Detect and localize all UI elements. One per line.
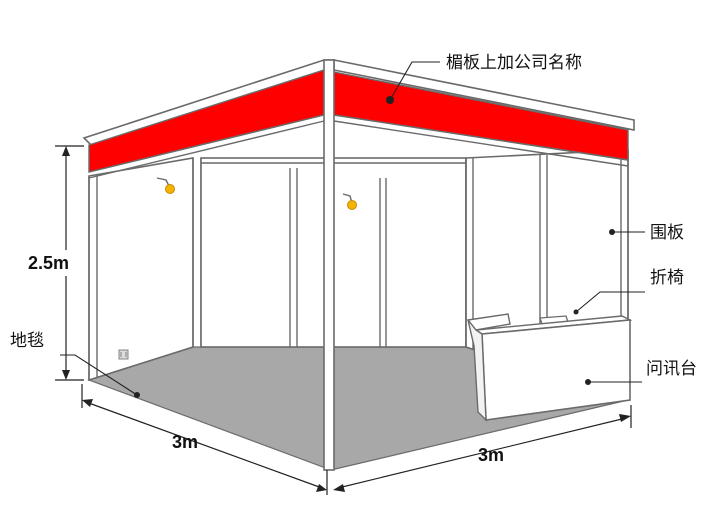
wall-panel-label: 围板	[650, 223, 684, 243]
fascia-right-bottom-rail-2	[333, 120, 629, 167]
info-desk-label: 问讯台	[646, 359, 697, 379]
wall-panel-leader	[609, 229, 645, 235]
info-desk	[466, 313, 633, 422]
fascia-board-left	[88, 69, 325, 173]
fascia-left-bottom-rail	[88, 114, 325, 173]
left-width-dimension	[81, 384, 328, 495]
right-width-dimension	[333, 405, 632, 492]
fascia-left-bottom-rail-2	[88, 120, 325, 179]
height-label: 2.5m	[28, 253, 69, 273]
power-socket	[118, 349, 129, 360]
width-left-label: 3m	[172, 432, 198, 452]
folding-chair-label: 折椅	[650, 268, 684, 288]
folding-chair-leader	[573, 291, 645, 315]
spotlight-right	[342, 193, 357, 210]
left-wall-panel	[88, 157, 194, 382]
height-dimension	[25, 145, 84, 381]
fascia-label: 楣板上加公司名称	[446, 53, 582, 73]
fascia-right-bottom-rail	[333, 114, 629, 161]
carpet-leader	[60, 354, 140, 398]
spotlight-left	[156, 177, 175, 194]
info-desk-leader	[585, 379, 642, 385]
front-corner-post	[323, 59, 335, 471]
fascia-leader	[386, 61, 440, 104]
carpet-label: 地毯	[10, 331, 44, 351]
width-right-label: 3m	[478, 445, 504, 465]
